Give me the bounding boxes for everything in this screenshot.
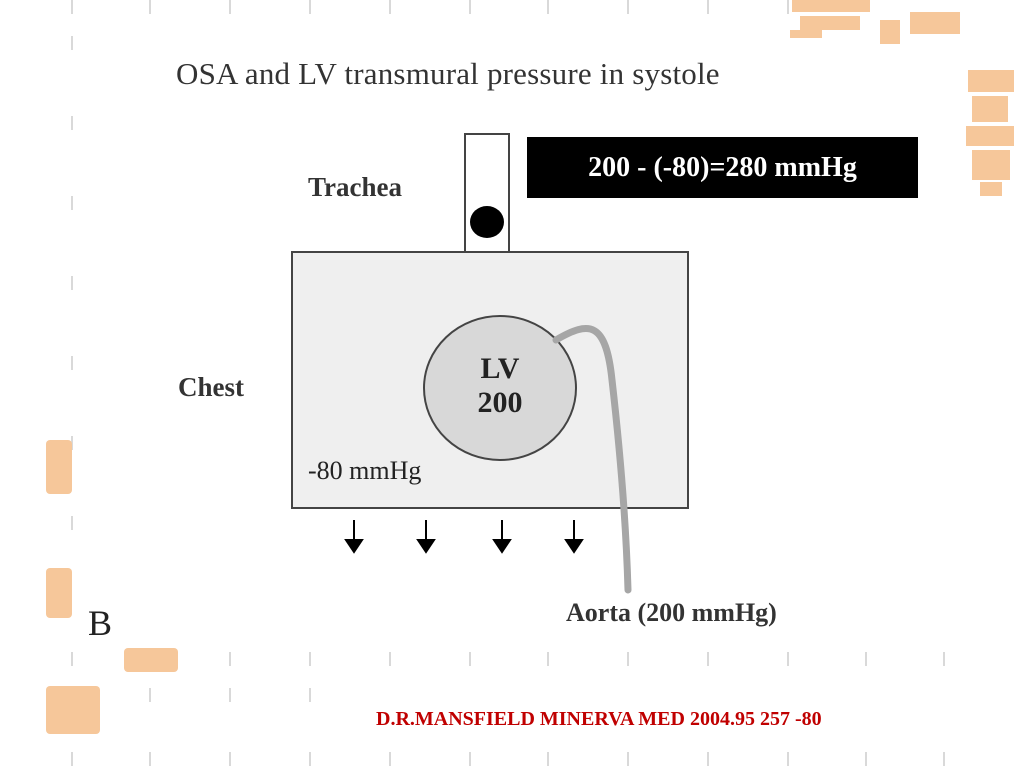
seal-decoration-left [46,440,178,734]
arrow-down-icon [416,520,436,554]
lv-label-line2: 200 [477,386,523,419]
formula-box: 200 - (-80)=280 mmHg [527,137,918,198]
lv-label: LV 200 [425,352,575,420]
intrathoracic-pressure-label: -80 mmHg [308,456,422,485]
aorta-label: Aorta (200 mmHg) [566,598,777,627]
panel-letter: B [88,603,113,643]
arrow-down-icon [492,520,512,554]
downward-arrows [344,520,584,554]
trachea-label: Trachea [308,172,402,202]
aorta-line [552,325,632,594]
trachea-obstruction [470,206,504,238]
slide-title: OSA and LV transmural pressure in systol… [176,56,720,91]
formula-text: 200 - (-80)=280 mmHg [588,151,857,183]
seal-decoration-top-right [790,0,1014,196]
citation: D.R.MANSFIELD MINERVA MED 2004.95 257 -8… [376,708,822,730]
lv-label-line1: LV [480,352,520,385]
arrow-down-icon [344,520,364,554]
arrow-down-icon [564,520,584,554]
chest-label: Chest [178,372,244,402]
lv-circle [423,315,577,461]
